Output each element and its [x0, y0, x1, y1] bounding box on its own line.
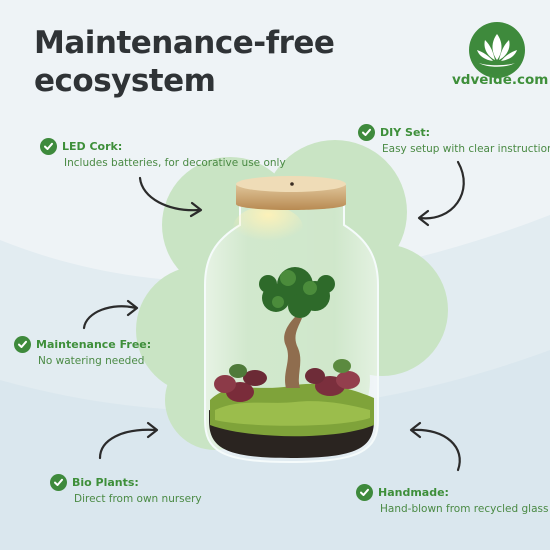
arrow-diy-set-head — [417, 209, 430, 227]
feature-bio-plants: Bio Plants: Direct from own nursery — [50, 474, 202, 505]
feature-maintenance-free: Maintenance Free: No watering needed — [14, 336, 151, 367]
arrow-handmade-head — [409, 421, 422, 439]
arrow-maintenance-free — [82, 305, 138, 330]
feature-label: LED Cork: — [62, 140, 123, 153]
arrow-bio-plants — [98, 428, 158, 460]
feature-label: Bio Plants: — [72, 476, 139, 489]
feature-description: No watering needed — [38, 355, 145, 367]
lotus-icon — [469, 22, 525, 78]
feature-description: Easy setup with clear instructions — [382, 143, 550, 155]
feature-led-cork: LED Cork: Includes batteries, for decora… — [40, 138, 286, 169]
title-line-1: Maintenance-free — [34, 25, 335, 61]
check-icon — [358, 124, 375, 141]
feature-description: Includes batteries, for decorative use o… — [64, 157, 286, 169]
arrow-bio-plants-head — [146, 421, 159, 439]
check-icon — [50, 474, 67, 491]
title-line-2: ecosystem — [34, 63, 216, 99]
arrow-handmade — [410, 428, 461, 472]
check-icon — [356, 484, 373, 501]
feature-description: Direct from own nursery — [74, 493, 202, 505]
feature-label: Handmade: — [378, 486, 449, 499]
arrow-led-cork — [138, 176, 202, 212]
brand-name[interactable]: vdvelde.com — [452, 72, 549, 88]
arrow-maintenance-free-head — [126, 299, 139, 317]
feature-description: Hand-blown from recycled glass — [380, 503, 549, 515]
feature-label: DIY Set: — [380, 126, 431, 139]
arrow-diy-set — [418, 160, 465, 220]
check-icon — [14, 336, 31, 353]
arrow-led-cork-head — [189, 201, 203, 218]
feature-label: Maintenance Free: — [36, 338, 152, 351]
check-icon — [40, 138, 57, 155]
feature-handmade: Handmade: Hand-blown from recycled glass — [356, 484, 548, 515]
feature-diy-set: DIY Set: Easy setup with clear instructi… — [358, 124, 550, 155]
page-title: Maintenance-free ecosystem — [34, 24, 335, 100]
